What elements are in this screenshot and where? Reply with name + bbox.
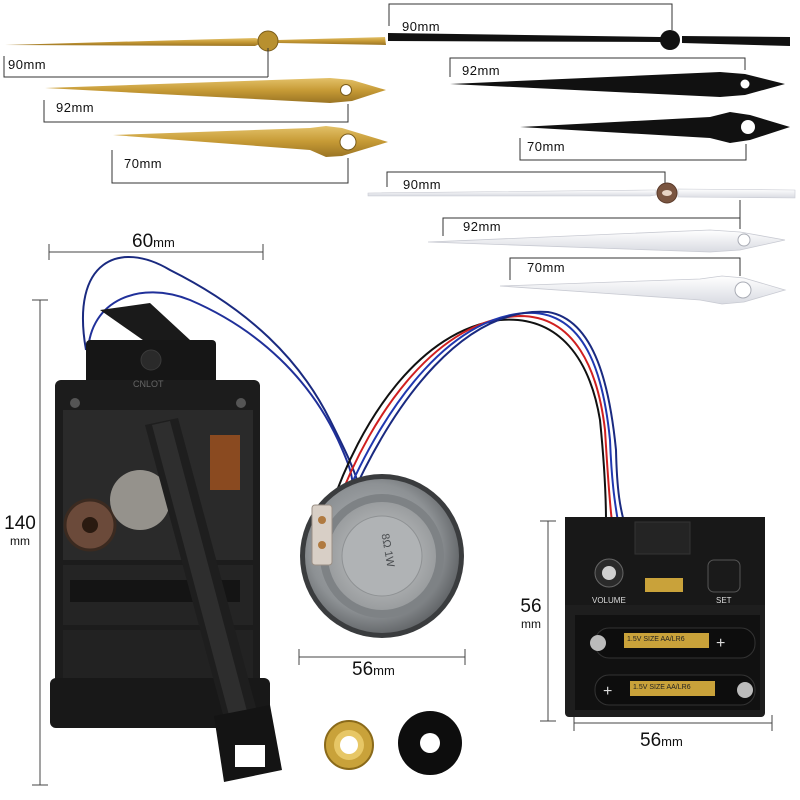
white-second-hand-length: 90mm [403,177,442,192]
control-box: + + [565,517,765,717]
movement-height-dimension [32,299,48,786]
speaker [300,474,464,638]
gold-hour-hand-length: 70mm [124,156,163,171]
battery-label-bottom: 1.5V SIZE AA/LR6 [633,684,691,691]
svg-text:+: + [603,683,612,700]
svg-text:+: + [716,635,725,652]
white-hour-hand-length: 70mm [527,260,566,275]
rubber-washer [398,711,462,775]
gold-minute-hand-length: 92mm [56,100,95,115]
movement-wires [81,256,361,496]
movement-width-dimension [48,244,264,260]
control-width-dimension [573,715,773,731]
brass-washer [324,720,374,770]
movement-width-label: 60mm [132,231,175,252]
black-hour-hand-length: 70mm [527,139,566,154]
control-width-label: 56mm [640,730,683,751]
white-minute-hand-length: 92mm [463,219,502,234]
black-minute-hand-length: 92mm [462,63,501,78]
speaker-width-dimension [298,649,466,665]
white-minute-hand [427,217,786,253]
gold-minute-hand [43,78,386,123]
pendulum-arm [145,418,282,782]
black-second-hand [388,3,790,50]
gold-second-hand [3,30,386,78]
black-hour-hand [519,112,790,161]
white-hour-hand [499,257,787,305]
control-height-dimension [540,520,556,722]
set-label: SET [716,596,732,605]
speaker-width-label: 56mm [352,659,395,680]
gold-second-hand-length: 90mm [8,57,47,72]
black-minute-hand [449,57,785,97]
gold-hour-hand [111,126,388,184]
movement-brand: CNLOT [133,379,164,389]
battery-label-top: 1.5V SIZE AA/LR6 [627,636,685,643]
white-second-hand [367,171,796,225]
black-second-hand-length: 90mm [402,19,441,34]
volume-label: VOLUME [592,596,626,605]
control-wires [329,310,625,523]
